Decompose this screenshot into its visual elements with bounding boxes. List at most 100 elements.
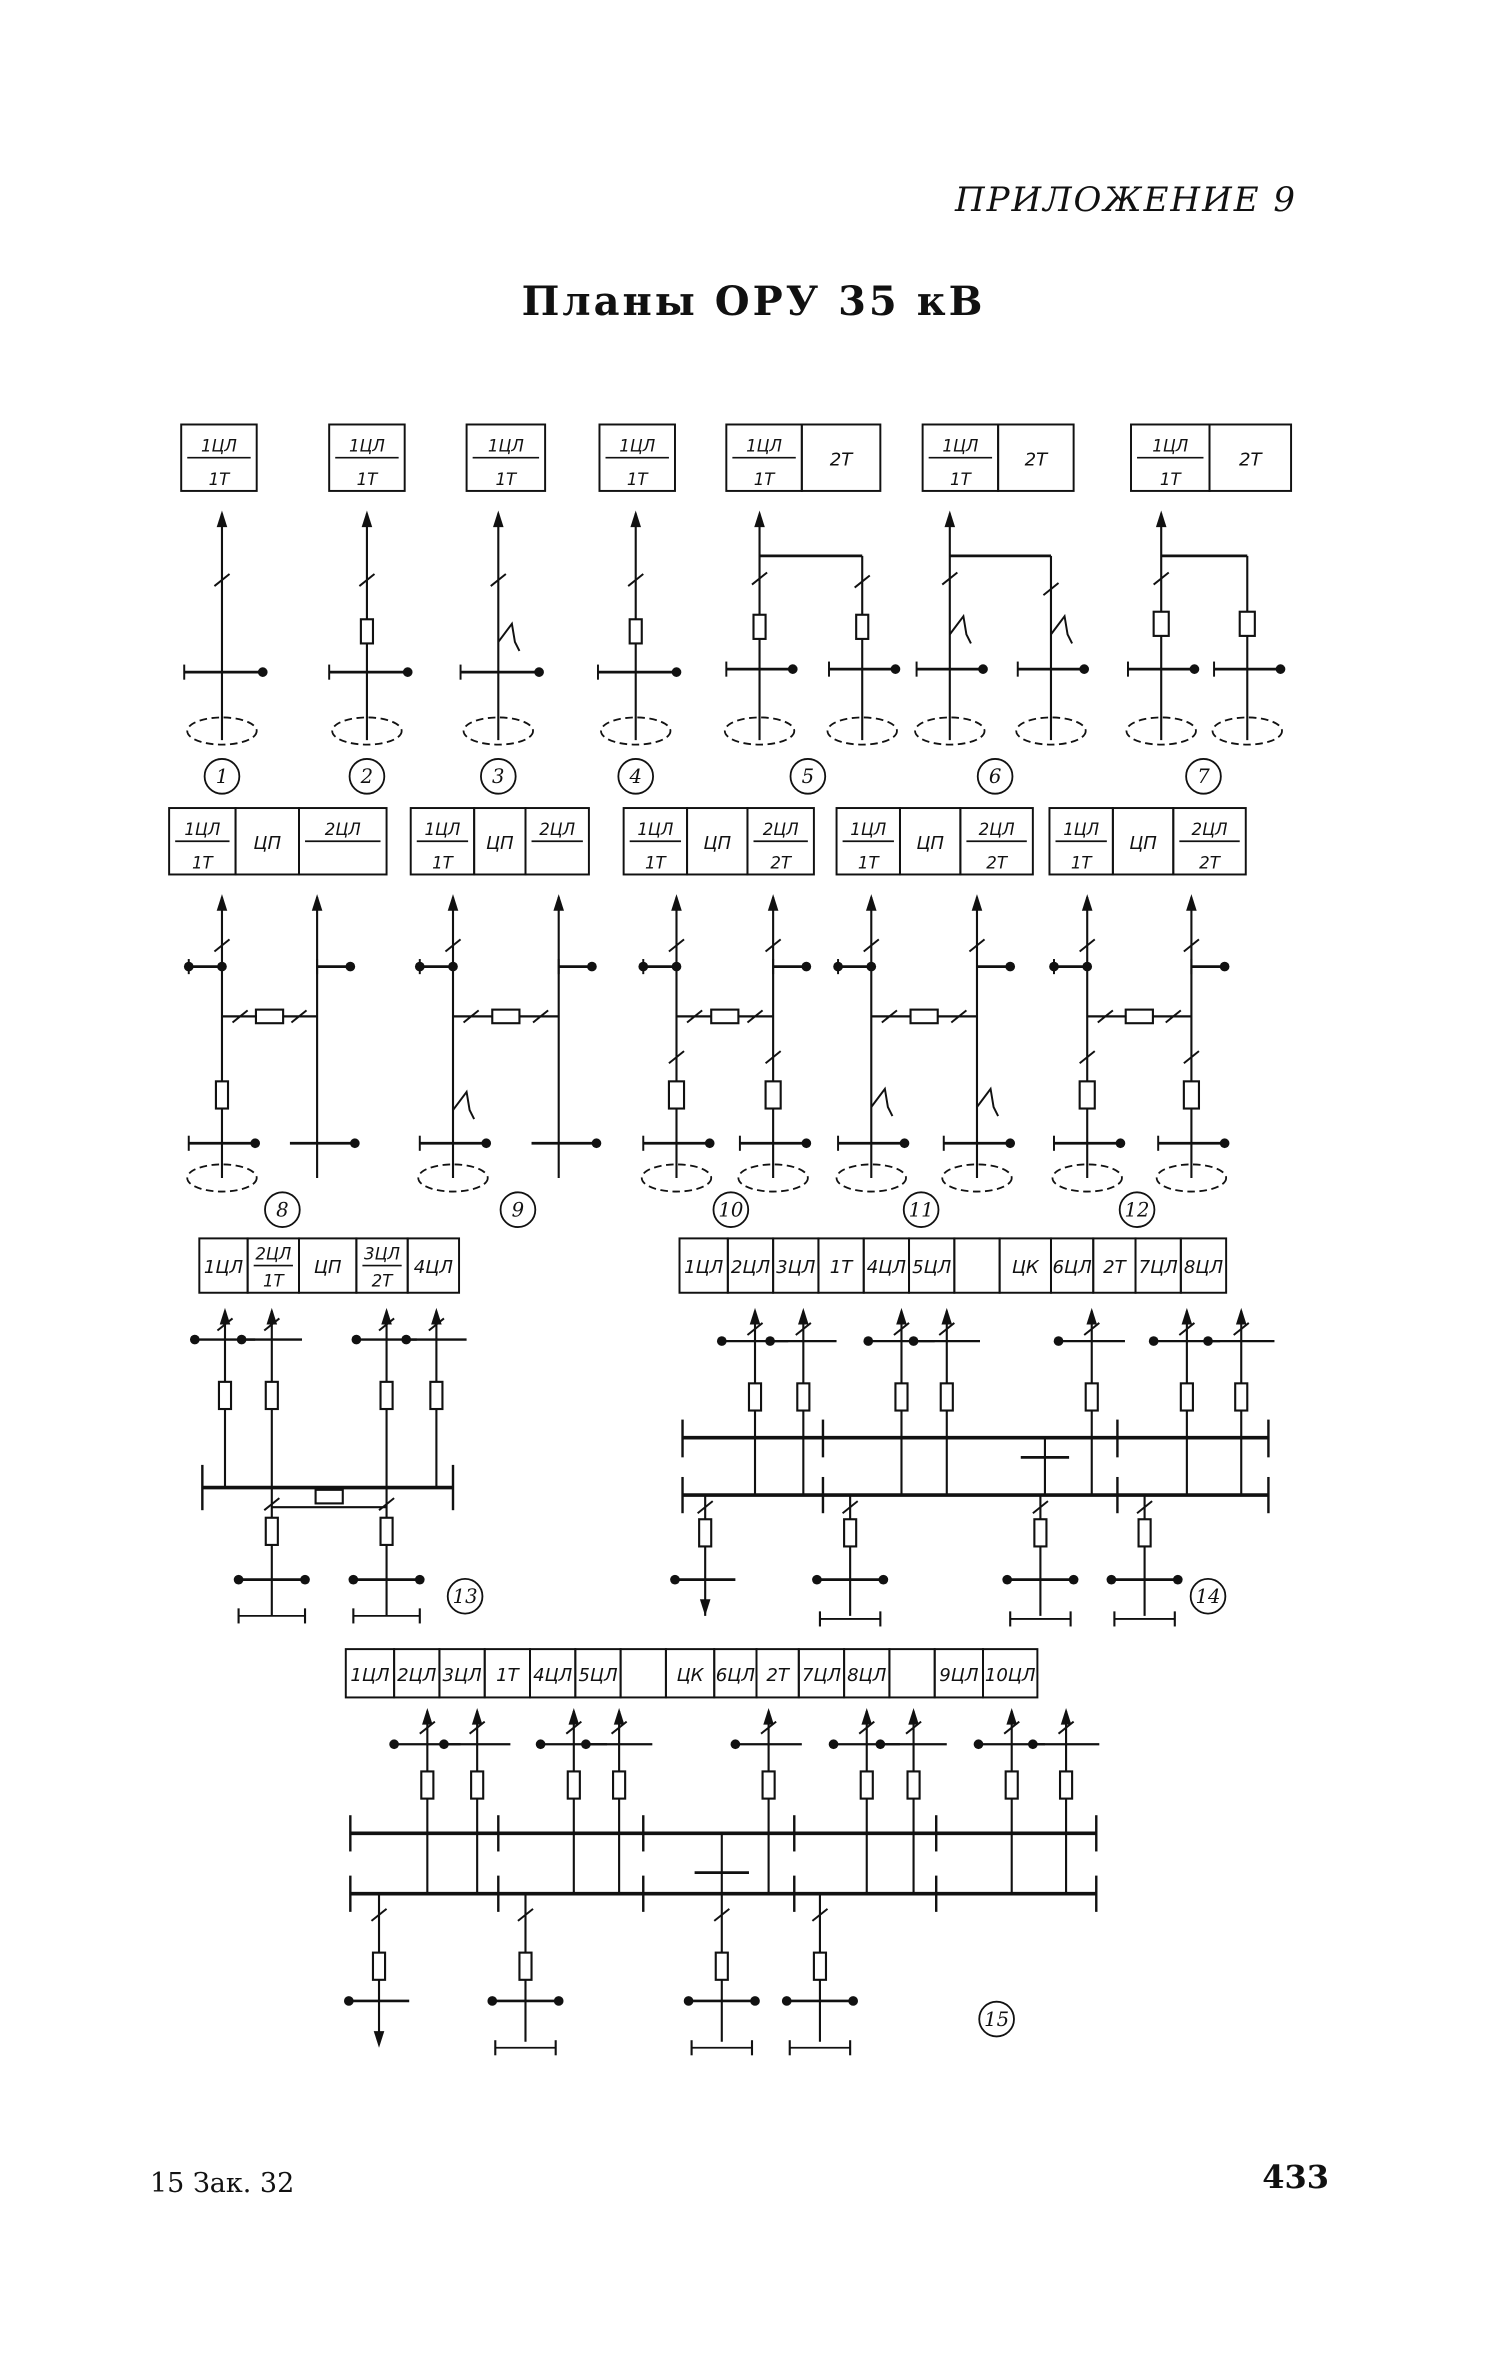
table-cell <box>1208 423 1293 492</box>
cell-label: 3ЦЛ <box>442 1665 482 1686</box>
cell-label: 2Т <box>1239 449 1264 470</box>
arrow-down-icon <box>699 1599 711 1616</box>
scheme-number: 6 <box>989 765 1001 788</box>
wire <box>610 1720 628 1735</box>
wire <box>290 1009 308 1024</box>
wire <box>751 571 768 586</box>
breaker-icon <box>855 613 870 640</box>
breaker-icon <box>812 1951 828 1981</box>
terminal-dot-icon <box>1005 1138 1016 1149</box>
cell-bottom-label: 1Т <box>209 470 232 489</box>
cell-top-label: 1ЦЛ <box>184 820 220 839</box>
transformer-outline-icon <box>941 1163 1013 1193</box>
scheme-number: 10 <box>718 1198 743 1221</box>
cell-label: 8ЦЛ <box>847 1665 887 1686</box>
terminal-dot-icon <box>863 1336 874 1346</box>
wire <box>378 1497 395 1511</box>
cell-label: 5ЦЛ <box>912 1257 952 1278</box>
breaker-icon <box>764 1080 782 1110</box>
terminal-dot-icon <box>348 1574 359 1585</box>
wire <box>490 573 507 587</box>
scheme-number-circle <box>789 758 827 795</box>
breaker-icon <box>518 1951 533 1981</box>
wire <box>811 1908 829 1922</box>
wire <box>444 938 462 953</box>
wire <box>713 1908 730 1922</box>
transformer-outline-icon <box>640 1163 713 1193</box>
cell-bottom-label: 1Т <box>950 470 973 489</box>
terminal-dot-icon <box>978 664 988 674</box>
breaker-icon <box>667 1080 686 1110</box>
wire <box>517 1908 534 1922</box>
terminal-dot-icon <box>812 1574 822 1585</box>
cell-bottom-label: 1Т <box>858 853 881 872</box>
terminal-dot-icon <box>875 1739 886 1750</box>
transformer-outline-icon <box>1051 1163 1123 1193</box>
wire <box>1178 1322 1196 1336</box>
table-cell <box>746 807 815 876</box>
wire <box>1153 571 1170 586</box>
scheme-number-circle <box>1189 1577 1227 1615</box>
wire <box>213 938 231 953</box>
terminal-dot-icon <box>833 961 843 972</box>
cell-bottom-label: 1Т <box>495 470 518 489</box>
scheme-number: 11 <box>909 1198 934 1221</box>
cell-top-label: 1ЦЛ <box>1152 437 1188 456</box>
cell-label: 1ЦЛ <box>350 1665 390 1686</box>
terminal-dot-icon <box>1068 1574 1079 1585</box>
scheme-number-circle <box>976 758 1014 795</box>
disconnector-icon <box>949 613 972 644</box>
breaker-icon <box>1234 1382 1249 1412</box>
wire <box>213 573 231 587</box>
cell-label: 1ЦЛ <box>204 1257 244 1278</box>
terminal-dot-icon <box>553 1996 564 2006</box>
wire <box>462 1009 480 1024</box>
breaker-icon <box>894 1382 909 1412</box>
scheme-number-circle <box>1185 758 1222 795</box>
breaker-icon <box>314 1488 344 1505</box>
breaker-icon <box>1152 610 1170 637</box>
wire <box>950 1009 968 1024</box>
footer-order: 15 Зак. 32 <box>150 2168 295 2199</box>
scheme-number: 8 <box>276 1198 289 1221</box>
breaker-icon <box>1004 1770 1019 1800</box>
terminal-dot-icon <box>1106 1574 1117 1585</box>
wire <box>858 1720 875 1735</box>
wire <box>1165 1009 1182 1024</box>
breaker-icon <box>628 618 643 645</box>
cell-top-label: 1ЦЛ <box>349 437 385 456</box>
wire <box>263 1317 280 1332</box>
cell-label: 4ЦЛ <box>533 1665 573 1686</box>
breaker-icon <box>1137 1518 1152 1548</box>
wire <box>795 1322 812 1336</box>
wire <box>938 1322 955 1336</box>
cell-top-label: 1ЦЛ <box>942 437 978 456</box>
cell-top-label: 1ЦЛ <box>1063 820 1099 839</box>
cell-top-label: 2ЦЛ <box>979 820 1015 839</box>
terminal-dot-icon <box>638 961 649 972</box>
scheme-number-circle <box>902 1191 940 1228</box>
terminal-dot-icon <box>828 1739 839 1750</box>
breaker-icon <box>1058 1770 1074 1800</box>
terminal-dot-icon <box>414 1574 425 1585</box>
breaker-icon <box>939 1382 954 1412</box>
table-cell <box>1179 1237 1228 1294</box>
breaker-icon <box>217 1380 233 1411</box>
wire <box>469 1720 486 1735</box>
wire <box>1083 1322 1100 1336</box>
terminal-dot-icon <box>236 1334 247 1345</box>
cell-bottom-label: 1Т <box>645 853 668 872</box>
terminal-dot-icon <box>189 1334 200 1345</box>
terminal-dot-icon <box>581 1739 591 1750</box>
terminal-dot-icon <box>878 1574 889 1585</box>
wire <box>841 1500 859 1514</box>
terminal-dot-icon <box>671 961 682 972</box>
terminal-dot-icon <box>414 961 425 972</box>
breaker-icon <box>470 1770 485 1800</box>
terminal-dot-icon <box>973 1739 984 1750</box>
wire <box>668 1050 685 1064</box>
cell-bottom-label: 1Т <box>1071 853 1094 872</box>
cell-label: 3ЦЛ <box>776 1257 816 1278</box>
